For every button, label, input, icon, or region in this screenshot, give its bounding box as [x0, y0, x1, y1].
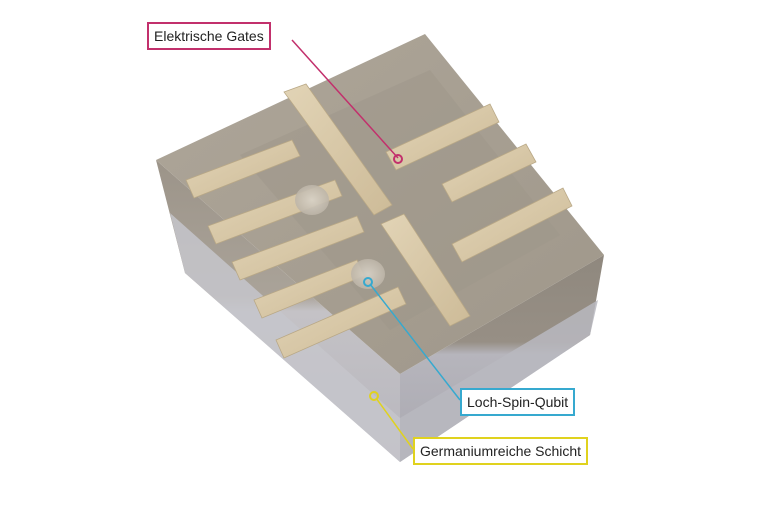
gates-label: Elektrische Gates — [147, 22, 271, 50]
qubit-callout-marker — [363, 277, 373, 287]
germanium-layer-right — [400, 300, 598, 462]
qubit-dot-upper — [295, 185, 329, 215]
germanium-layer-label: Germaniumreiche Schicht — [413, 437, 589, 465]
gate-center-lower — [380, 213, 471, 327]
gates-callout-line — [291, 39, 399, 159]
qubit-dot-lower — [351, 259, 385, 289]
qubit-label: Loch-Spin-Qubit — [460, 388, 576, 416]
gate-left-1 — [185, 139, 301, 199]
gate-left-5 — [275, 286, 407, 359]
gates-callout-marker — [393, 154, 403, 164]
layer-callout-marker — [369, 391, 379, 401]
gate-center-upper — [283, 83, 393, 216]
gate-right-3 — [451, 187, 573, 263]
qubit-callout-line — [369, 283, 461, 401]
gate-right-2 — [441, 143, 537, 203]
layer-callout-line — [375, 397, 414, 450]
gate-left-3 — [231, 215, 365, 281]
gate-right-1 — [385, 103, 500, 171]
